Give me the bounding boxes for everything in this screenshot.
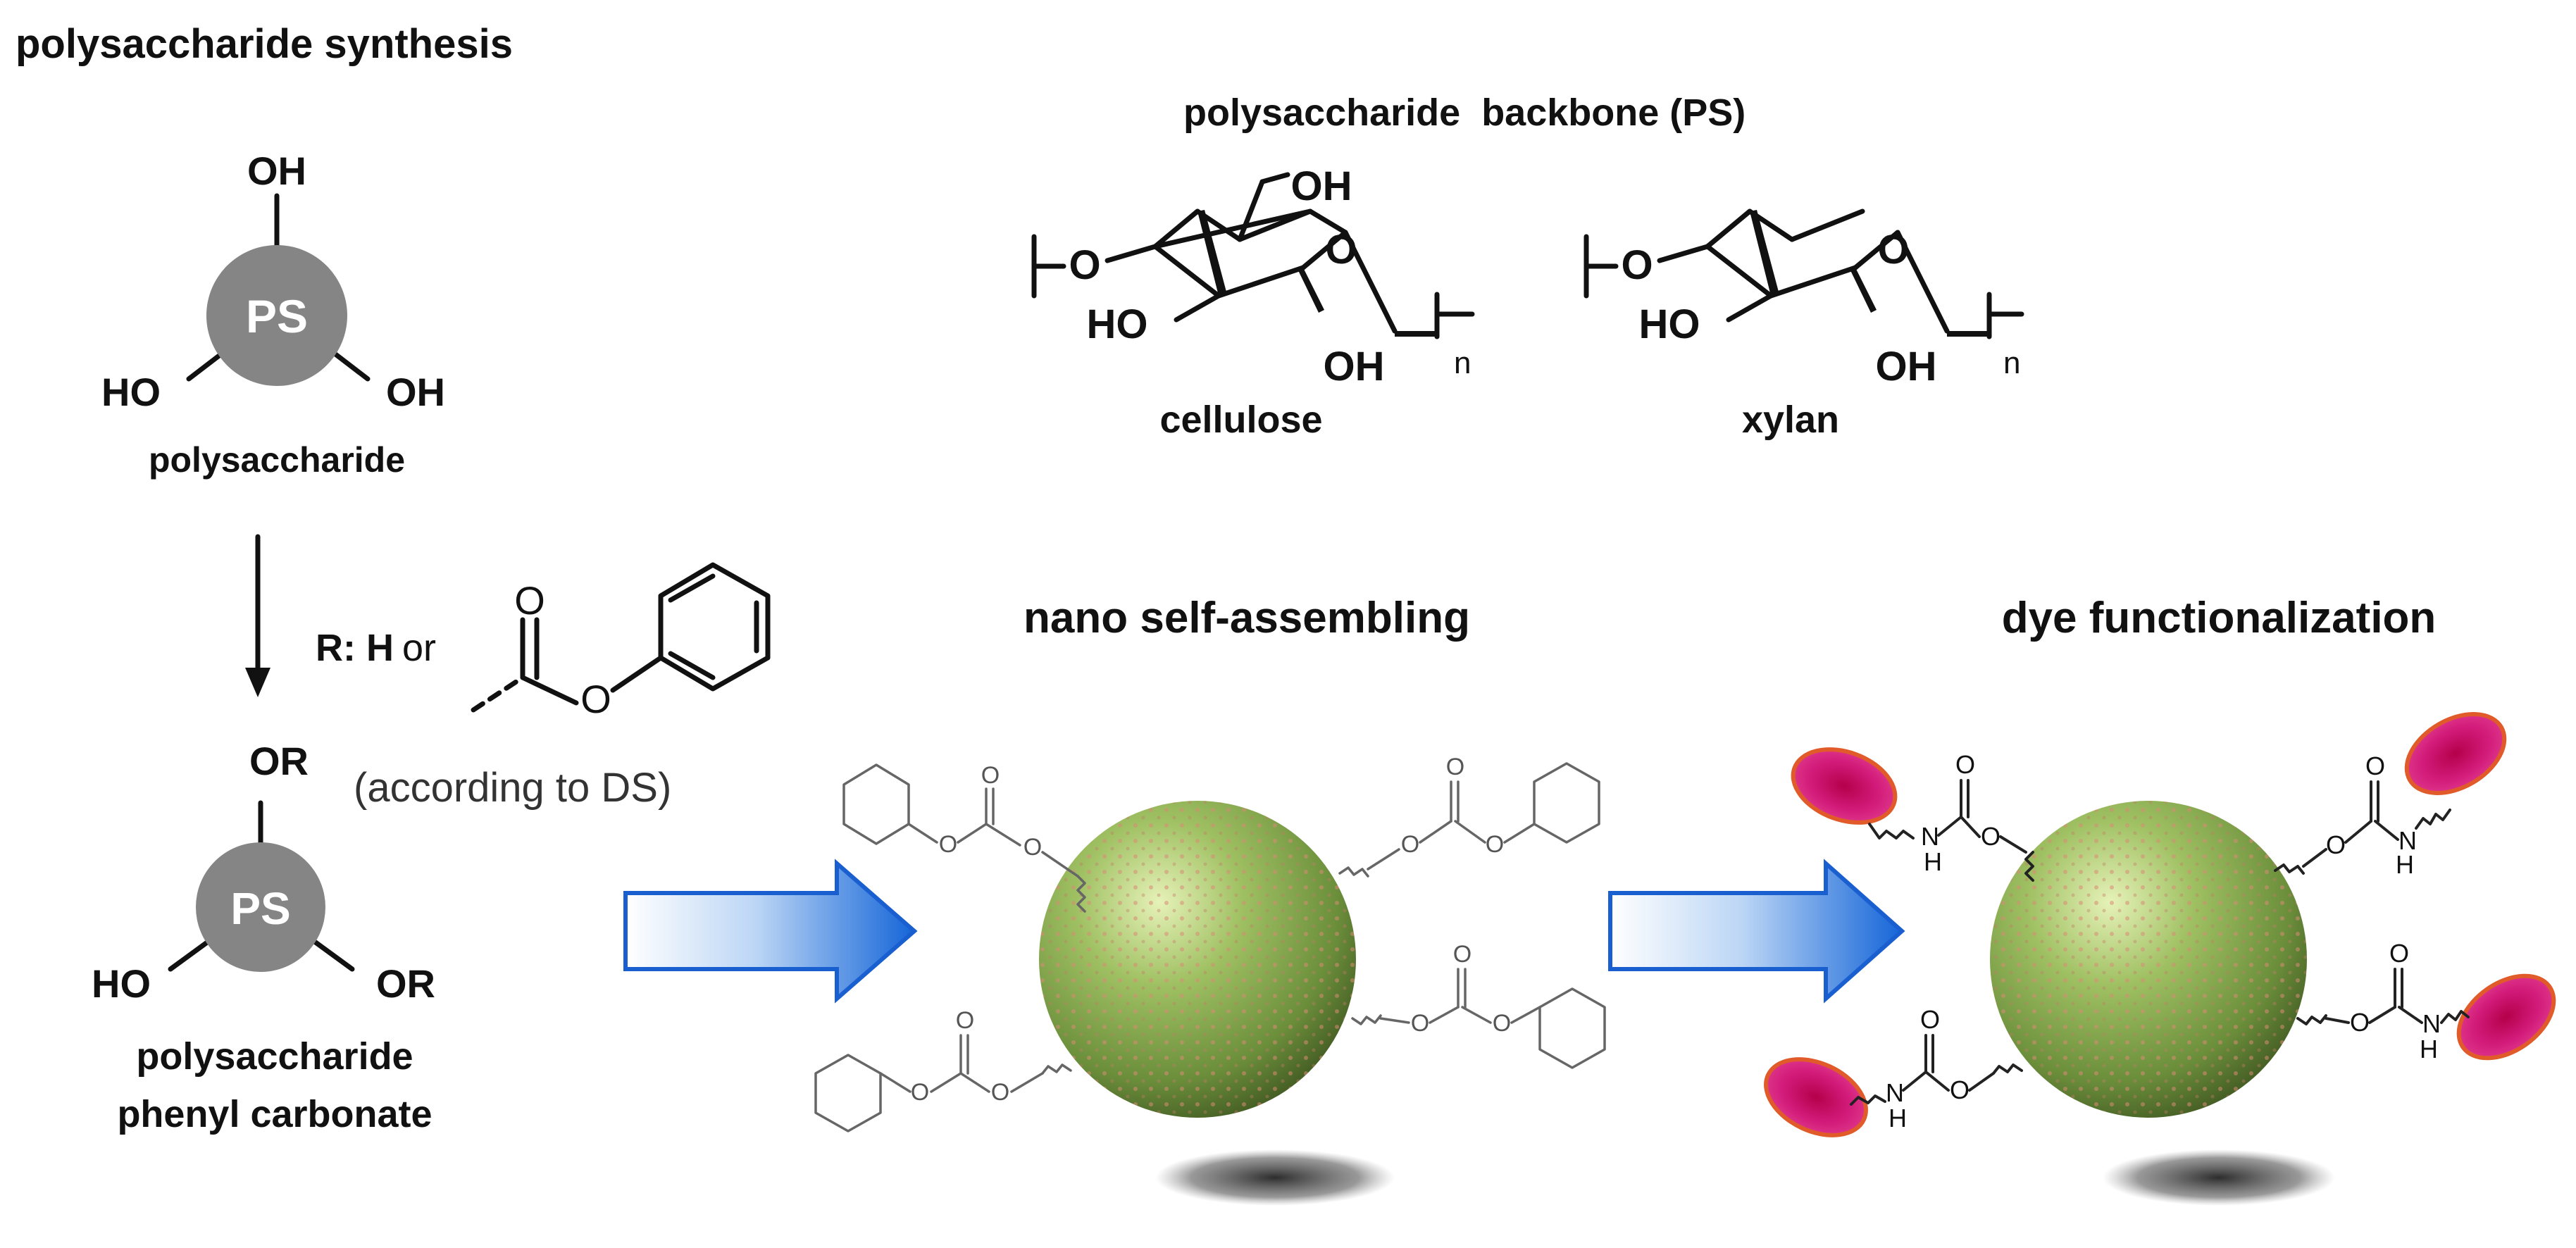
phenyl-carbonate-group: O O: [471, 562, 771, 721]
dye-upper-left: [1791, 747, 1898, 825]
heading-dye-functionalization: dye functionalization: [2002, 594, 2437, 642]
dye-lower-left: [1764, 1057, 1868, 1137]
ps-product-circle: [196, 842, 325, 972]
svg-text:O: O: [2389, 939, 2409, 968]
ester-o: O: [580, 677, 611, 721]
process-arrow-2: [1608, 859, 1905, 1004]
cellulose-label: cellulose: [1159, 399, 1322, 441]
dye-lower-right: [2456, 973, 2556, 1061]
svg-text:O: O: [1493, 1010, 1511, 1037]
svg-text:O: O: [939, 831, 957, 858]
svg-text:H: H: [2396, 850, 2414, 879]
backbone-heading: polysaccharide backbone (PS): [1183, 92, 1746, 134]
ps-core-circle: [206, 245, 347, 386]
svg-text:O: O: [981, 762, 1000, 789]
svg-text:O: O: [1446, 754, 1464, 780]
process-arrow-1: [623, 859, 918, 1004]
product-caption-2: phenyl carbonate: [117, 1093, 432, 1135]
svg-text:O: O: [2350, 1008, 2370, 1037]
svg-text:n: n: [1454, 346, 1471, 380]
svg-text:O: O: [1411, 1010, 1429, 1037]
svg-text:O: O: [1621, 242, 1653, 288]
oh-right: OH: [386, 370, 445, 414]
svg-text:O: O: [1955, 750, 1975, 779]
svg-text:O: O: [1920, 1005, 1940, 1034]
svg-text:N: N: [2398, 826, 2417, 855]
dye-upper-right: [2404, 712, 2507, 795]
svg-text:O: O: [2365, 751, 2385, 780]
carbonyl-o: O: [514, 578, 545, 623]
or-top: OR: [249, 739, 309, 783]
svg-text:O: O: [1950, 1075, 1970, 1104]
svg-text:HO: HO: [1087, 301, 1148, 347]
svg-text:OH: OH: [1291, 163, 1352, 209]
svg-text:O: O: [1023, 834, 1042, 861]
ho-product: HO: [92, 961, 151, 1006]
oh-top: OH: [247, 149, 306, 193]
svg-text:n: n: [2003, 346, 2020, 380]
svg-text:O: O: [1486, 831, 1504, 858]
svg-text:HO: HO: [1639, 301, 1700, 347]
nanoparticle-dye-functionalized: O O N H O O N H O O N H O: [1764, 712, 2556, 1206]
svg-text:N: N: [1886, 1078, 1904, 1107]
svg-text:O: O: [1981, 822, 2001, 851]
svg-text:O: O: [1453, 941, 1471, 968]
svg-text:N: N: [2422, 1009, 2441, 1038]
cellulose-structure: O OH O HO OH n cellulose: [1031, 163, 1475, 441]
svg-text:N: N: [1921, 822, 1939, 851]
ps-product-label: PS: [230, 883, 290, 934]
ho-left: HO: [101, 370, 161, 414]
svg-text:H: H: [1889, 1104, 1907, 1132]
title: polysaccharide synthesis: [15, 21, 513, 67]
svg-text:H: H: [1924, 847, 1942, 876]
xylan-structure: O O HO OH n xylan: [1583, 208, 2024, 441]
xylan-label: xylan: [1742, 399, 1839, 441]
svg-text:O: O: [1069, 242, 1100, 288]
svg-text:O: O: [911, 1079, 929, 1106]
polysaccharide-structure: PS OH HO OH polysaccharide: [101, 149, 445, 480]
according-to-ds: (according to DS): [354, 765, 671, 811]
svg-text:O: O: [1401, 831, 1419, 858]
svg-text:OH: OH: [1324, 344, 1385, 389]
product-caption-1: polysaccharide: [136, 1035, 413, 1078]
reaction-arrow: [245, 534, 270, 697]
svg-text:O: O: [2326, 830, 2346, 859]
svg-text:O: O: [956, 1007, 974, 1034]
product-structure: PS OR HO OR polysaccharide phenyl carbon…: [92, 739, 435, 1135]
ps-label: PS: [246, 290, 308, 342]
polysaccharide-caption: polysaccharide: [149, 440, 405, 480]
particle-shadow: [1155, 1149, 1395, 1206]
nanoparticle-phenyl-carbonate: O O O O O O O O O O O: [814, 754, 1606, 1206]
heading-nano-self-assembling: nano self-assembling: [1023, 594, 1470, 642]
svg-text:O: O: [991, 1079, 1009, 1106]
particle-shadow-2: [2103, 1149, 2335, 1206]
svg-text:H: H: [2420, 1035, 2438, 1063]
or-right: OR: [376, 961, 435, 1006]
svg-text:OH: OH: [1876, 344, 1937, 389]
